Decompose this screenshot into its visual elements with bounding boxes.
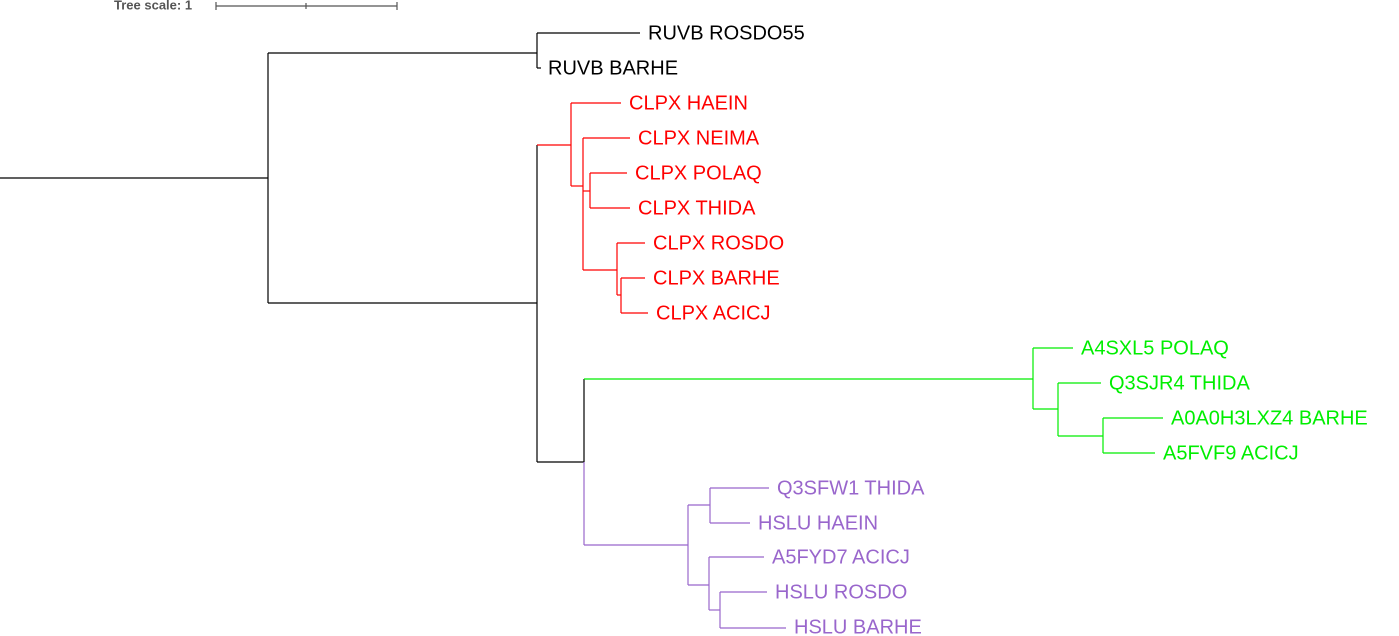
hslu-clade-branches [583, 462, 786, 629]
leaf-label-q3sfw1-thida: Q3SFW1 THIDA [777, 477, 925, 499]
leaf-label-hslu-rosdo: HSLU ROSDO [775, 581, 907, 603]
leaf-label-q3sjr4-thida: Q3SJR4 THIDA [1109, 372, 1250, 394]
backbone-branches [0, 32, 640, 463]
leaf-label-clpx-rosdo: CLPX ROSDO [653, 232, 784, 254]
leaf-label-ruvb-barhe: RUVB BARHE [548, 57, 678, 79]
leaf-label-a0a0h3lxz4-barhe: A0A0H3LXZ4 BARHE [1171, 407, 1368, 429]
leaf-labels: RUVB ROSDO55 RUVB BARHE CLPX HAEIN CLPX … [548, 22, 1368, 636]
leaf-label-clpx-haein: CLPX HAEIN [629, 92, 748, 114]
leaf-label-clpx-acicj: CLPX ACICJ [656, 302, 770, 324]
leaf-label-clpx-thida: CLPX THIDA [638, 197, 756, 219]
leaf-label-clpx-barhe: CLPX BARHE [653, 267, 780, 289]
leaf-label-a4sxl5-polaq: A4SXL5 POLAQ [1081, 337, 1229, 359]
leaf-label-hslu-haein: HSLU HAEIN [758, 512, 878, 534]
clpx-clade-branches [537, 102, 648, 314]
leaf-label-a5fvf9-acicj: A5FVF9 ACICJ [1163, 442, 1299, 464]
leaf-label-clpx-neima: CLPX NEIMA [638, 127, 760, 149]
leaf-label-a5fyd7-acicj: A5FYD7 ACICJ [772, 546, 910, 568]
green-clade-branches [584, 347, 1163, 454]
tree-scale-label: Tree scale: 1 [114, 0, 192, 12]
leaf-label-hslu-barhe: HSLU BARHE [794, 616, 922, 636]
tree-scale: Tree scale: 1 [114, 0, 398, 12]
leaf-label-clpx-polaq: CLPX POLAQ [635, 162, 762, 184]
leaf-label-ruvb-rosdo55: RUVB ROSDO55 [648, 22, 805, 44]
tree-scale-bar [215, 2, 398, 10]
